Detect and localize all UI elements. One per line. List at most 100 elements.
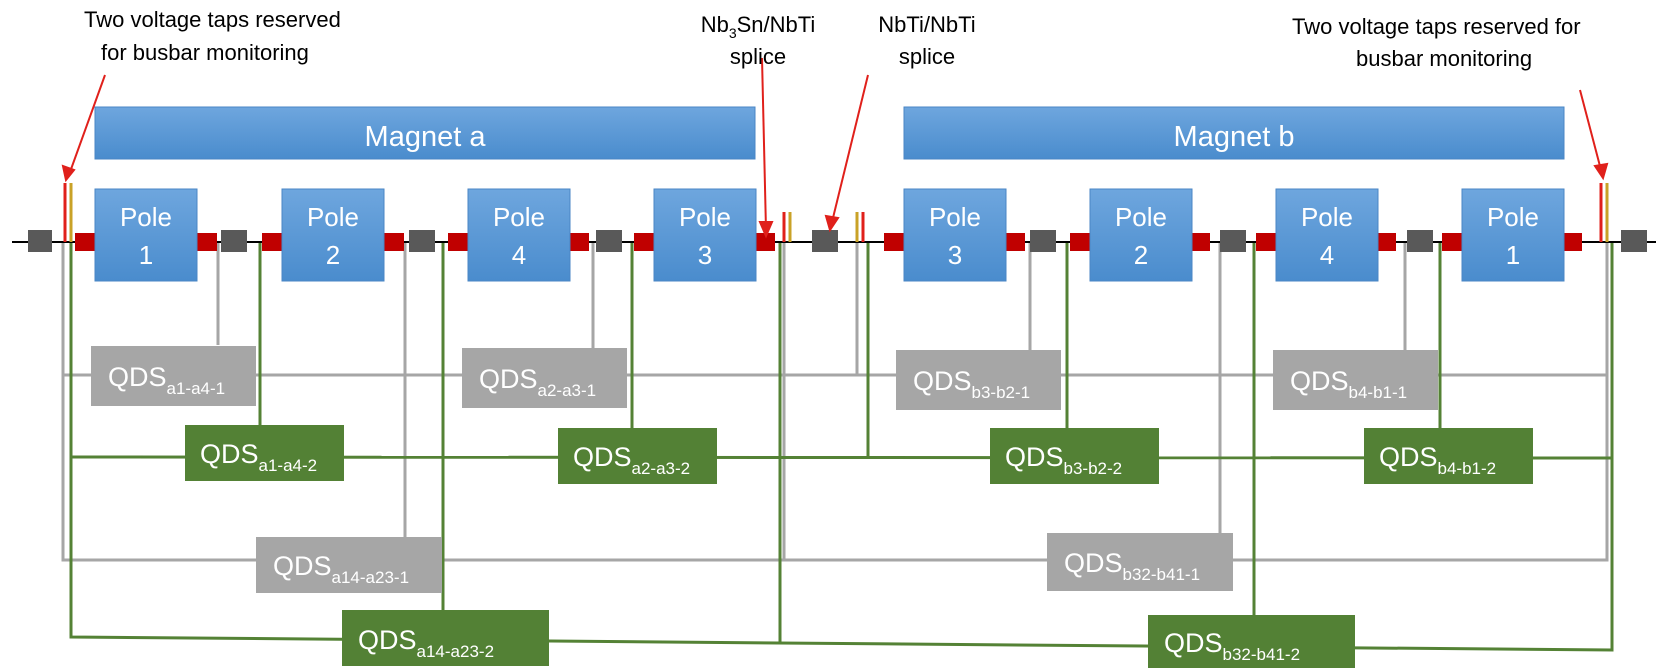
arrow-taps-left — [69, 74, 106, 173]
splice-nbti-line1: NbTi/NbTi — [878, 12, 975, 37]
pole-label: Pole — [493, 202, 545, 232]
pole-b1 — [1461, 188, 1565, 282]
tap-block — [596, 230, 622, 252]
splice — [1562, 233, 1582, 251]
splice-nb3sn-nbti — [755, 233, 775, 251]
arrow-head — [758, 221, 774, 239]
pole-number: 4 — [512, 240, 526, 270]
qds-box-b4-b1-1 — [1273, 350, 1438, 410]
wire-green-outer — [69, 242, 1614, 652]
pole-label: Pole — [1301, 202, 1353, 232]
qds-box-b3-b2-1 — [896, 350, 1061, 410]
qds-box-a1-a4-1 — [91, 346, 256, 406]
pole-a1 — [94, 188, 198, 282]
qds-label: QDSa2-a3-1 — [479, 364, 596, 400]
pole-number: 1 — [1506, 240, 1520, 270]
splice — [1376, 233, 1396, 251]
pole-label: Pole — [1487, 202, 1539, 232]
qds-box-b4-b1-2 — [1364, 428, 1533, 484]
tap-block — [1220, 230, 1246, 252]
pole-number: 2 — [1134, 240, 1148, 270]
qds-box-a14-a23-1 — [256, 537, 442, 593]
pole-a2 — [281, 188, 385, 282]
taps-left-line2: for busbar monitoring — [101, 40, 309, 65]
tap-block — [1621, 230, 1647, 252]
poles-magnet-b: Pole 3 Pole 2 Pole 4 Pole 1 — [903, 188, 1565, 282]
taps-right-line2: busbar monitoring — [1356, 46, 1532, 71]
pole-number: 2 — [326, 240, 340, 270]
pole-label: Pole — [120, 202, 172, 232]
splice — [569, 233, 589, 251]
splice — [75, 233, 95, 251]
pole-label: Pole — [679, 202, 731, 232]
tap-block — [221, 230, 247, 252]
splice-nb3sn-line2: splice — [730, 44, 786, 69]
qds-label: QDSb3-b2-1 — [913, 366, 1030, 402]
pole-label: Pole — [1115, 202, 1167, 232]
qds-box-a2-a3-2 — [558, 428, 717, 484]
splice — [448, 233, 468, 251]
tap-block — [812, 230, 838, 252]
qds-box-b3-b2-2 — [990, 428, 1159, 484]
pole-number: 3 — [948, 240, 962, 270]
splice-nbti-line2: splice — [899, 44, 955, 69]
splice — [634, 233, 654, 251]
qds-label: QDSb32-b41-1 — [1064, 548, 1200, 584]
pole-a4 — [467, 188, 571, 282]
pole-number: 4 — [1320, 240, 1334, 270]
pole-b4 — [1275, 188, 1379, 282]
arrow-head — [824, 214, 840, 233]
splice — [262, 233, 282, 251]
arrow-head — [1593, 162, 1609, 181]
pole-label: Pole — [307, 202, 359, 232]
arrow-splice-nbti — [831, 74, 869, 223]
qds-label: QDSa1-a4-1 — [108, 362, 225, 398]
qds-green-boxes: QDSa1-a4-2 QDSa2-a3-2 QDSb3-b2-2 QDSb4-b… — [185, 425, 1533, 668]
taps-right-line1: Two voltage taps reserved for — [1292, 14, 1581, 39]
pole-number: 1 — [139, 240, 153, 270]
annotation-labels: Two voltage taps reserved for busbar mon… — [84, 7, 1581, 71]
splice — [197, 233, 217, 251]
splice — [1442, 233, 1462, 251]
qds-label: QDSa14-a23-1 — [273, 551, 409, 587]
qds-label: QDSa14-a23-2 — [358, 625, 494, 661]
splice — [1256, 233, 1276, 251]
tap-block — [1407, 230, 1433, 252]
wire-gray-outer — [61, 242, 1609, 562]
splice — [884, 233, 904, 251]
tap-block — [28, 230, 52, 252]
tap-block — [409, 230, 435, 252]
arrow-head — [61, 164, 76, 183]
qds-label: QDSb3-b2-2 — [1005, 442, 1122, 478]
pole-b2 — [1089, 188, 1193, 282]
busbar-tap-pairs — [63, 183, 1609, 242]
voltage-taps — [28, 230, 1647, 252]
splices — [75, 233, 1582, 251]
magnet-a-bar — [94, 106, 756, 160]
poles-magnet-a: Pole 1 Pole 2 Pole 4 Pole 3 — [94, 188, 757, 282]
splice-nb3sn-label: Nb3Sn/NbTi — [701, 12, 816, 41]
arrow-splice-nb3sn — [761, 57, 767, 231]
splice — [1070, 233, 1090, 251]
pole-label: Pole — [929, 202, 981, 232]
arrow-taps-right — [1579, 89, 1602, 171]
qds-box-b32-b41-1 — [1047, 533, 1233, 591]
magnet-b-label: Magnet b — [1174, 121, 1295, 153]
qds-label: QDSb4-b1-1 — [1290, 366, 1407, 402]
qds-box-a2-a3-1 — [462, 348, 627, 408]
pole-a3 — [653, 188, 757, 282]
pole-number: 3 — [698, 240, 712, 270]
splice — [1005, 233, 1025, 251]
qds-box-a14-a23-2 — [342, 610, 549, 666]
qds-label: QDSa2-a3-2 — [573, 442, 690, 478]
qds-box-a1-a4-2 — [185, 425, 344, 481]
taps-left-line1: Two voltage taps reserved — [84, 7, 341, 32]
qds-gray-boxes: QDSa1-a4-1 QDSa2-a3-1 QDSb3-b2-1 QDSb4-b… — [91, 346, 1438, 593]
qds-label: QDSa1-a4-2 — [200, 439, 317, 475]
splice — [384, 233, 404, 251]
splice — [1190, 233, 1210, 251]
tap-block — [1030, 230, 1056, 252]
qds-label: QDSb32-b41-2 — [1164, 628, 1300, 664]
magnet-a-label: Magnet a — [365, 121, 487, 153]
